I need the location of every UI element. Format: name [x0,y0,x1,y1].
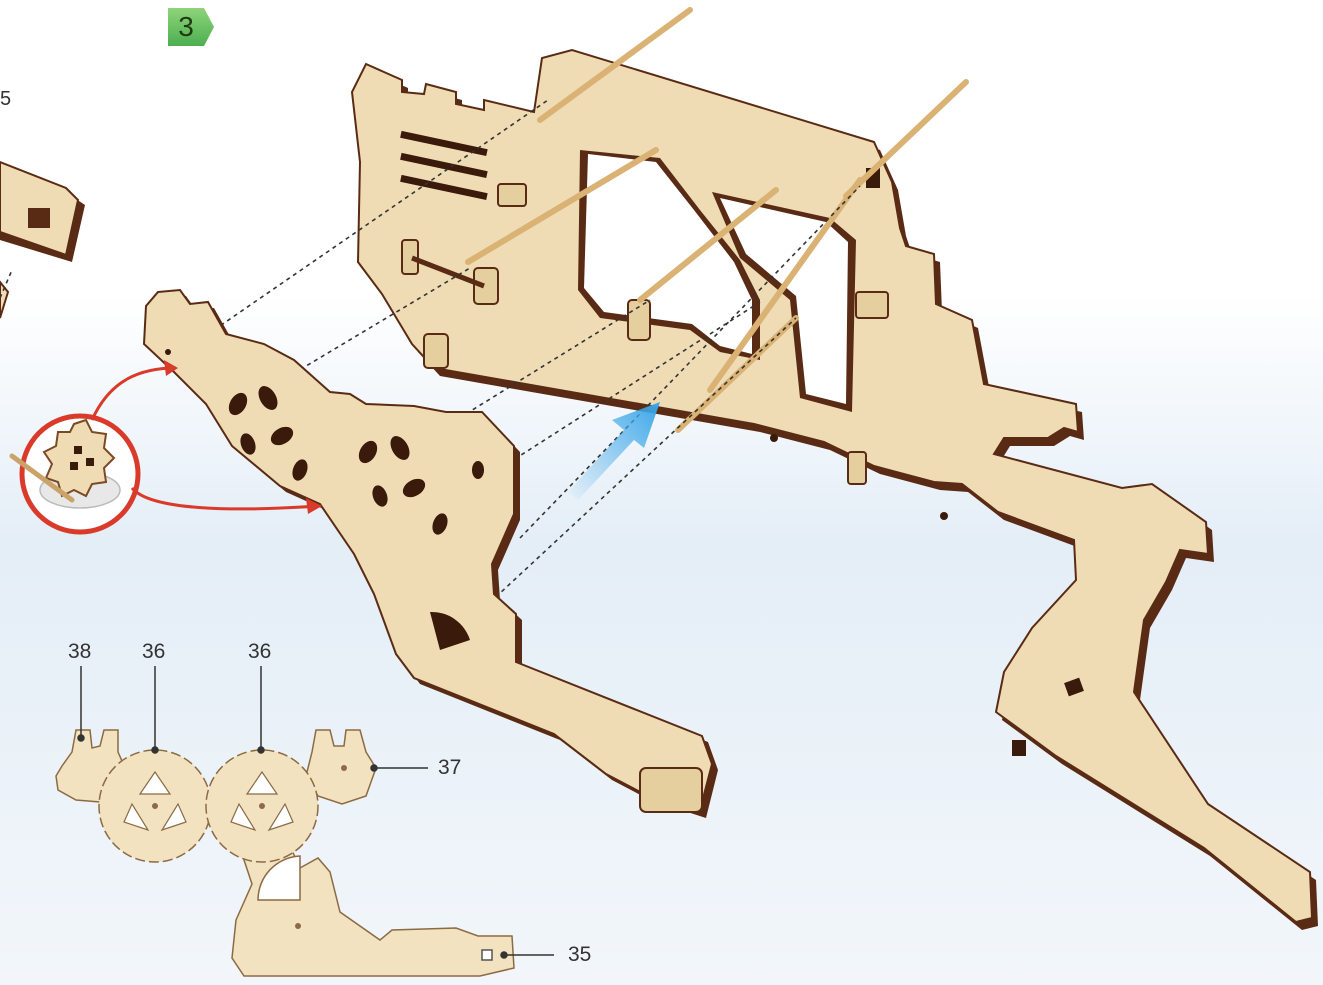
step-badge: 3 [168,8,214,46]
part-label-37: 37 [438,756,461,780]
edge-part-label: 5 [0,88,11,111]
part-label-35: 35 [568,943,591,967]
partial-panel-left [0,162,85,318]
assembly-direction-arrow [568,402,660,500]
parts-diagram [56,666,554,976]
part-label-38: 38 [68,640,91,664]
step-number: 3 [168,11,204,43]
part-label-36-left: 36 [142,640,165,664]
part-label-36-right: 36 [248,640,271,664]
